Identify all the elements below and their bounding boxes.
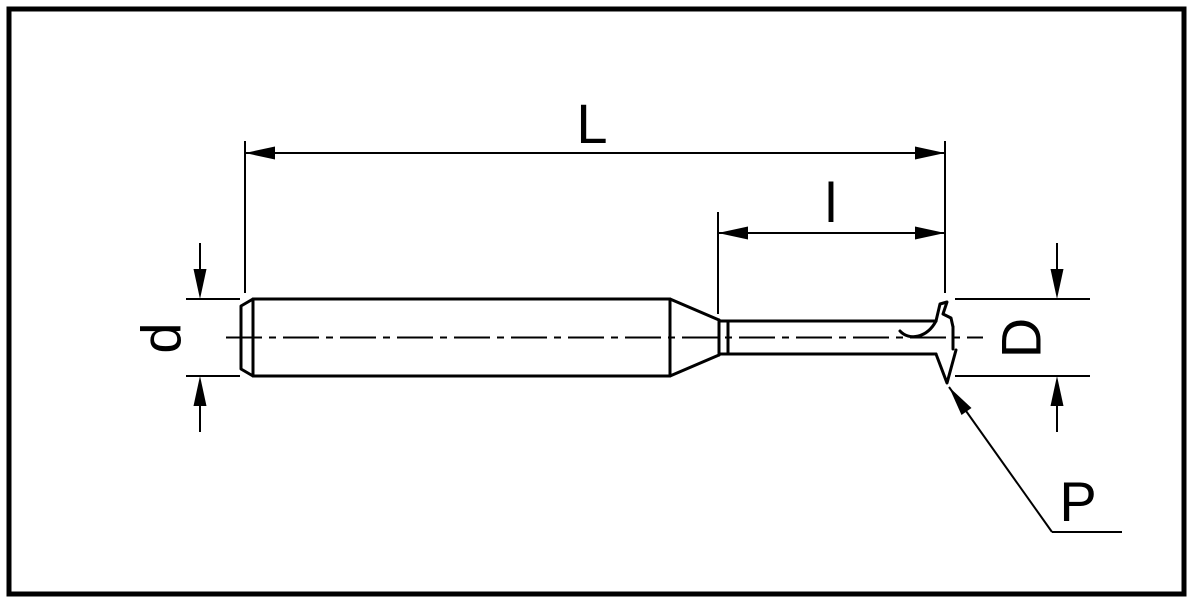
arrowhead-pitch — [949, 387, 972, 415]
dimension-cutting-length: l — [717, 171, 945, 314]
taper-bottom — [668, 353, 721, 378]
dimension-overall-length: L — [244, 92, 946, 293]
flute-gash-curve — [898, 319, 938, 339]
label-pitch: P — [1059, 470, 1096, 533]
dimension-shank-diameter: d — [130, 243, 240, 432]
pitch-leader: P — [948, 386, 1122, 533]
taper-top — [668, 297, 721, 322]
drawing-frame — [6, 6, 1187, 597]
arrowhead-bottom — [1050, 376, 1064, 406]
label-cutting-length: l — [825, 171, 837, 234]
arrowhead-top — [1050, 269, 1064, 299]
arrowhead-right — [915, 146, 945, 160]
dimension-cutting-diameter: D — [955, 243, 1090, 432]
arrowhead-left — [245, 146, 275, 160]
arrowhead-left — [718, 226, 748, 240]
arrowhead-top — [193, 269, 207, 299]
label-cutting-diameter: D — [990, 318, 1053, 358]
cutting-tooth-bottom — [934, 348, 958, 385]
arrowhead-bottom — [193, 376, 207, 406]
label-overall-length: L — [576, 92, 607, 155]
label-shank-diameter: d — [130, 322, 193, 353]
tool-outline — [239, 297, 958, 385]
arrowhead-right — [915, 226, 945, 240]
cutting-tooth-top — [934, 300, 955, 329]
